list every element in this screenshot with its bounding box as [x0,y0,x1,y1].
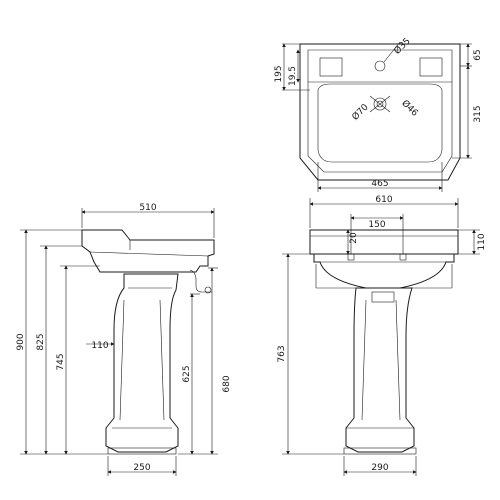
dim-20: 20 [349,232,359,244]
dim-250: 250 [133,463,150,473]
dim-763: 763 [277,345,287,362]
dim-110-front: 110 [477,233,487,250]
dim-745: 745 [56,353,66,370]
dim-65: 65 [473,49,483,60]
dim-680: 680 [222,375,232,392]
side-view: 510 900 825 745 110 625 680 250 [16,203,232,476]
dim-900: 900 [16,333,26,350]
dim-465: 465 [371,179,388,189]
dim-110-side: 110 [91,341,108,351]
waste-outlet-icon [373,97,387,111]
front-view: 610 150 20 110 763 290 [277,195,487,476]
dim-150: 150 [368,220,385,230]
dim-d46: Ø46 [399,98,420,119]
tap-hole-icon [374,60,386,72]
dim-825: 825 [36,333,46,350]
dim-610: 610 [375,195,392,205]
dim-195: 195 [274,65,284,82]
top-view: 195 19.5 Ø35 65 315 Ø70 Ø46 465 [274,36,483,192]
dim-19-5: 19.5 [288,66,298,86]
dim-d70: Ø70 [350,102,371,123]
dim-315: 315 [473,105,483,122]
dim-510: 510 [139,203,156,213]
dim-d35: Ø35 [392,36,413,57]
dim-290: 290 [371,463,388,473]
dim-625: 625 [182,365,192,382]
